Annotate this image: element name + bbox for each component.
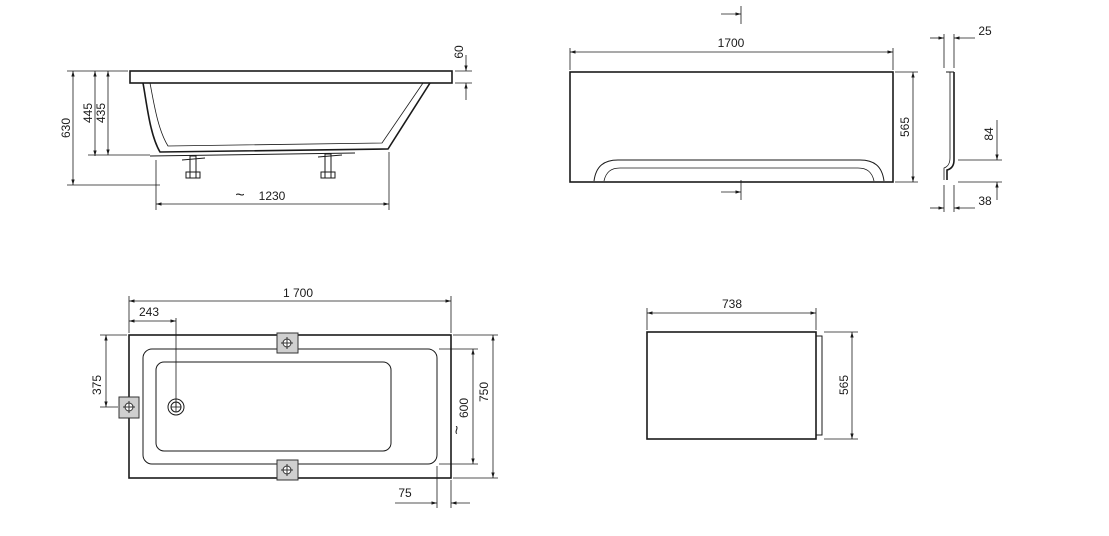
dim-side-435: 435 xyxy=(94,103,108,123)
front-panel-profile xyxy=(946,72,955,180)
side-view: 60 630 445 435 ~ 1230 xyxy=(59,45,472,210)
dim-side-approx: ~ xyxy=(235,187,244,204)
mounting-bracket-icon xyxy=(276,459,299,481)
dim-top-inner-width: 600 xyxy=(457,398,471,418)
end-panel-view: 738 565 xyxy=(646,297,858,440)
front-panel xyxy=(569,71,894,183)
dim-front-length: 1700 xyxy=(718,36,745,50)
end-panel-flange xyxy=(815,335,823,436)
dim-top-approx: ~ xyxy=(449,425,466,434)
top-basin-floor xyxy=(155,361,392,452)
mounting-bracket-icon xyxy=(276,332,299,354)
dim-side-total: 630 xyxy=(59,118,73,138)
side-tub-body xyxy=(142,82,431,153)
top-basin xyxy=(142,348,438,465)
end-panel xyxy=(646,331,817,440)
dim-end-length: 738 xyxy=(722,297,742,311)
dim-side-bottom: 1230 xyxy=(259,189,286,203)
dim-profile-top: 25 xyxy=(978,24,992,38)
side-leg-right xyxy=(317,153,343,179)
top-view: 1 700 243 375 600 ~ 750 75 xyxy=(90,286,498,508)
dim-top-drain-y: 375 xyxy=(90,375,104,395)
dim-profile-bottom: 38 xyxy=(978,194,992,208)
dim-end-height: 565 xyxy=(837,375,851,395)
dim-top-drain-x: 243 xyxy=(139,305,159,319)
mounting-bracket-icon xyxy=(118,396,140,419)
dim-front-height: 565 xyxy=(898,117,912,137)
dim-top-length: 1 700 xyxy=(283,286,313,300)
side-rim xyxy=(129,70,453,84)
dim-top-edge: 75 xyxy=(398,486,412,500)
side-tub-inner xyxy=(149,82,424,147)
dim-side-445: 445 xyxy=(81,103,95,123)
side-leg-left xyxy=(181,155,206,179)
dim-top-outer-width: 750 xyxy=(477,382,491,402)
dim-side-rim: 60 xyxy=(452,45,466,59)
front-panel-view: 1700 565 25 84 38 xyxy=(569,6,1002,212)
dim-profile-mid: 84 xyxy=(982,127,996,141)
top-outer-rim xyxy=(128,334,452,479)
side-frame xyxy=(149,152,356,157)
front-panel-toe-recess xyxy=(593,159,885,182)
